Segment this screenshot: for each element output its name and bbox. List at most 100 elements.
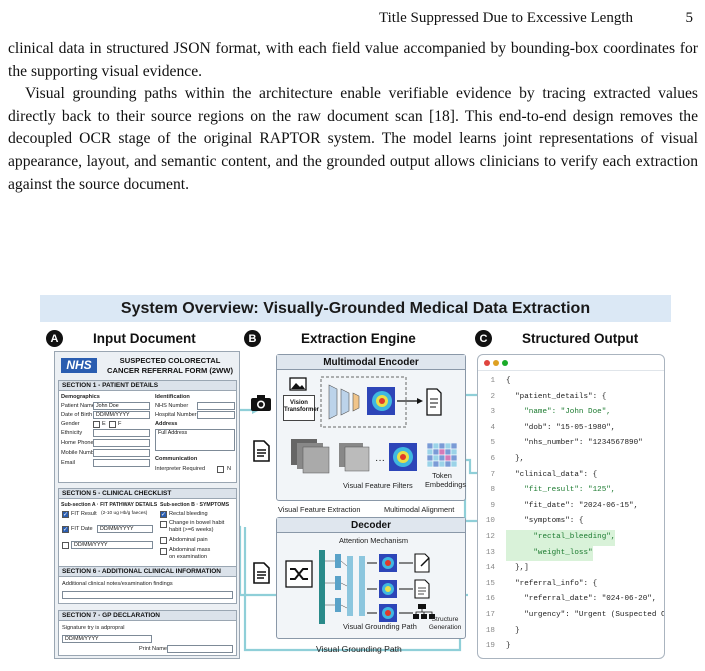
line-number: 3	[490, 408, 495, 417]
code-line: 14 },]	[478, 561, 664, 577]
fit-date-field[interactable]: DD/MM/YYYY	[97, 525, 153, 533]
section-heading: SECTION 6 - ADDITIONAL CLINICAL INFORMAT…	[59, 567, 236, 577]
patient-name-field[interactable]: John Doe	[93, 402, 150, 410]
fit-result-label: FIT Result	[71, 511, 97, 517]
camera-icon	[251, 395, 271, 411]
code-line: 12 "rectal_bleeding",	[478, 529, 664, 546]
line-number: 7	[490, 470, 495, 479]
line-number: 19	[485, 642, 495, 651]
hospital-number-field[interactable]	[197, 411, 235, 419]
close-dot-icon[interactable]	[484, 360, 490, 366]
sub-section-b-label: Sub-section B · SYMPTOMS	[160, 502, 230, 508]
code-text: "symptoms": {	[506, 517, 584, 526]
code-line: 15 "referral_info": {	[478, 577, 664, 593]
code-text: },	[506, 454, 525, 463]
line-number: 9	[490, 501, 495, 510]
section-additional-info: SECTION 6 - ADDITIONAL CLINICAL INFORMAT…	[58, 566, 237, 604]
json-output-window: 1{2 "patient_details": {3 "name": "John …	[477, 354, 665, 659]
code-line: 16 "referral_date": "024-06-20",	[478, 592, 664, 608]
line-number: 17	[485, 610, 495, 619]
code-text: "patient_details": {	[506, 392, 607, 401]
code-line: 18 }	[478, 624, 664, 640]
code-text: "nhs_number": "1234567890"	[506, 439, 643, 448]
input-document: NHS SUSPECTED COLORECTAL CANCER REFERRAL…	[54, 351, 240, 659]
panel-c-badge: C	[475, 330, 492, 347]
line-number: 15	[485, 579, 495, 588]
visual-feature-extraction-label: Visual Feature Extraction	[278, 505, 361, 514]
code-line: 1{	[478, 374, 664, 390]
gender-e-label: E	[102, 421, 106, 427]
visual-feature-maps: ···	[291, 439, 417, 474]
nhs-logo: NHS	[61, 358, 97, 373]
fit-result-checkbox[interactable]: ✓	[62, 511, 69, 518]
fit-date-checkbox[interactable]: ✓	[62, 526, 69, 533]
multimodal-alignment-label: Multimodal Alignment	[384, 505, 455, 514]
interpreter-label: Interpreter Required	[155, 466, 206, 472]
code-text: "fit_result": "125",	[506, 486, 616, 495]
paragraph: clinical data in structured JSON format,…	[8, 40, 698, 80]
interpreter-checkbox[interactable]	[217, 466, 224, 473]
line-number: 10	[485, 517, 495, 526]
section-heading: SECTION 1 - PATIENT DETAILS	[59, 381, 236, 391]
ethnicity-field[interactable]	[93, 429, 150, 437]
hospital-number-label: Hospital Number	[155, 412, 197, 418]
email-field[interactable]	[93, 459, 150, 467]
abdominal-pain-checkbox[interactable]	[160, 537, 167, 544]
code-line: 8 "fit_result": "125",	[478, 483, 664, 499]
code-line: 13 "weight_loss"	[478, 545, 664, 562]
mobile-field[interactable]	[93, 449, 150, 457]
home-phone-field[interactable]	[93, 439, 150, 447]
nhs-number-label: NHS Number	[155, 403, 189, 409]
panel-c-label: C Structured Output	[475, 330, 638, 347]
gender-checkbox[interactable]	[93, 421, 100, 428]
running-title: Title Suppressed Due to Excessive Length	[379, 10, 633, 26]
code-text: "fit_date": "2024-06-15",	[506, 501, 639, 510]
nhs-number-field[interactable]	[197, 402, 235, 410]
rectal-bleeding-checkbox[interactable]: ✓	[160, 511, 167, 518]
date-checkbox[interactable]	[62, 542, 69, 549]
dob-label: Date of Birth	[61, 412, 93, 418]
section-patient-details: SECTION 1 - PATIENT DETAILS Demographics…	[58, 380, 237, 483]
symptom-label: habit (>=6 weeks)	[169, 527, 214, 533]
panel-b-title: Extraction Engine	[301, 331, 416, 346]
line-number: 1	[490, 377, 495, 385]
gender-label: Gender	[61, 421, 80, 427]
code-text: "dob": "15-05-1980",	[506, 423, 616, 432]
ethnicity-label: Ethnicity	[61, 430, 83, 436]
document-icon	[253, 562, 270, 584]
panel-a-label: A Input Document	[46, 330, 196, 347]
minimize-dot-icon[interactable]	[493, 360, 499, 366]
signature-date-field[interactable]: DD/MM/YYYY	[62, 635, 152, 643]
code-text: "weight_loss"	[506, 545, 593, 562]
abdominal-mass-checkbox[interactable]	[160, 548, 167, 555]
symptom-label: Abdominal mass	[169, 547, 211, 553]
clinical-notes-field[interactable]	[62, 591, 233, 599]
body-text: clinical data in structured JSON format,…	[8, 38, 698, 196]
code-text: }	[506, 642, 511, 651]
code-line: 19}	[478, 639, 664, 655]
form-title: SUSPECTED COLORECTAL CANCER REFERRAL FOR…	[107, 356, 233, 375]
code-line: 9 "fit_date": "2024-06-15",	[478, 499, 664, 515]
code-text: "referral_info": {	[506, 579, 598, 588]
code-text: "rectal_bleeding",	[506, 529, 616, 546]
panel-a-badge: A	[46, 330, 63, 347]
structure-generation-label: Structure Generation	[428, 616, 462, 631]
line-number: 18	[485, 626, 495, 635]
patient-name-label: Patient Name	[61, 403, 95, 409]
page-number: 5	[685, 10, 694, 26]
code-line: 6 },	[478, 452, 664, 468]
maximize-dot-icon[interactable]	[502, 360, 508, 366]
code-line: 2 "patient_details": {	[478, 390, 664, 406]
gender-checkbox[interactable]	[109, 421, 116, 428]
visual-grounding-path-label: Visual Grounding Path	[316, 644, 402, 654]
json-code: 1{2 "patient_details": {3 "name": "John …	[478, 374, 664, 655]
line-number: 16	[485, 595, 495, 604]
symptom-label: on examination	[169, 554, 207, 560]
dob-field[interactable]: DD/MM/YYYY	[93, 411, 150, 419]
visual-grounding-path-inner-label: Visual Grounding Path	[343, 622, 417, 631]
bowel-habit-checkbox[interactable]	[160, 521, 167, 528]
address-field[interactable]: Full Address	[155, 429, 235, 451]
blank-date-field[interactable]: DD/MM/YYYY	[71, 541, 153, 549]
print-name-field[interactable]	[167, 645, 233, 653]
running-header: Title Suppressed Due to Excessive Length…	[0, 10, 705, 28]
